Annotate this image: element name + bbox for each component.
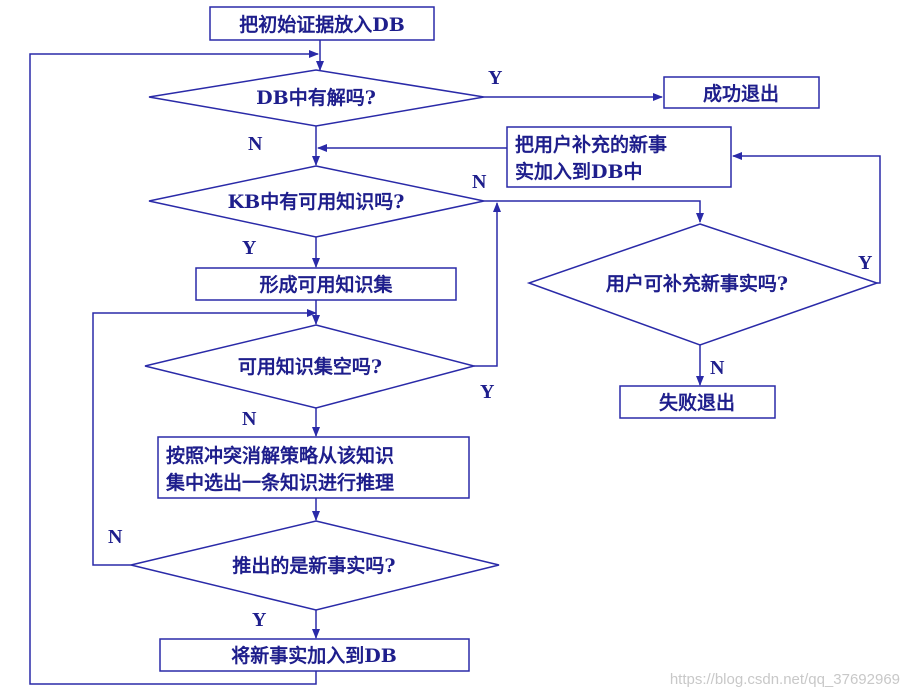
node-add-db: 将新事实加入到DB: [159, 638, 470, 672]
label-user-yes: Y: [858, 252, 873, 274]
user-add-label-line1: 把用户补充的新事: [515, 133, 667, 156]
node-new-fact: 推出的是新事实吗?: [130, 520, 500, 611]
success-box: [663, 76, 820, 109]
node-user-supplement: 用户可补充新事实吗?: [526, 223, 880, 346]
watermark-text: https://blog.csdn.net/qq_37692969: [670, 671, 900, 688]
form-set-label: 形成可用知识集: [259, 273, 393, 296]
label-db-no: N: [248, 133, 263, 155]
fail-box: [619, 385, 776, 419]
set-empty-label: 可用知识集空吗?: [238, 355, 382, 378]
node-success: 成功退出: [663, 76, 820, 109]
label-empty-yes: Y: [480, 381, 495, 403]
user-supplement-label: 用户可补充新事实吗?: [606, 272, 788, 295]
node-form-set: 形成可用知识集: [195, 267, 457, 301]
resolve-box: [157, 436, 470, 499]
node-fail: 失败退出: [619, 385, 776, 419]
node-user-add: 把用户补充的新事 实加入到DB中: [506, 126, 732, 188]
set-empty-diamond: [144, 324, 477, 409]
user-supplement-diamond: [526, 223, 880, 346]
resolve-label-line1: 按照冲突消解策略从该知识: [166, 444, 394, 467]
node-db-solved: DB中有解吗?: [148, 69, 485, 127]
edge-kb-no-to-user: [484, 200, 704, 223]
label-empty-no: N: [242, 408, 257, 430]
label-db-yes: Y: [488, 67, 503, 89]
edge-labels: Y N N Y Y N Y N N Y: [108, 67, 873, 631]
start-box: [209, 6, 435, 41]
db-solved-diamond: [148, 69, 485, 127]
label-fact-no: N: [108, 526, 123, 548]
node-resolve: 按照冲突消解策略从该知识 集中选出一条知识进行推理: [157, 436, 470, 499]
label-user-no: N: [710, 357, 725, 379]
node-start: 把初始证据放入DB: [209, 6, 435, 41]
node-kb-available: KB中有可用知识吗?: [148, 165, 485, 238]
fail-label: 失败退出: [659, 391, 735, 414]
user-add-label-line2: 实加入到DB中: [515, 160, 643, 183]
edge-fact-no-to-empty: [92, 309, 317, 566]
form-set-box: [195, 267, 457, 301]
new-fact-label: 推出的是新事实吗?: [232, 554, 395, 577]
start-label: 把初始证据放入DB: [239, 13, 405, 36]
label-kb-no: N: [472, 171, 487, 193]
label-fact-yes: Y: [252, 609, 267, 631]
db-solved-label: DB中有解吗?: [256, 86, 376, 109]
edge-empty-yes-to-kbline: [474, 202, 501, 367]
kb-available-diamond: [148, 165, 485, 238]
edge-add-loop-to-db: [29, 50, 319, 685]
new-fact-diamond: [130, 520, 500, 611]
add-db-label: 将新事实加入到DB: [231, 644, 397, 667]
user-add-box: [506, 126, 732, 188]
resolve-label-line2: 集中选出一条知识进行推理: [165, 471, 394, 494]
node-set-empty: 可用知识集空吗?: [144, 324, 477, 409]
success-label: 成功退出: [703, 82, 779, 105]
add-db-box: [159, 638, 470, 672]
label-kb-yes: Y: [242, 237, 257, 259]
kb-available-label: KB中有可用知识吗?: [228, 190, 405, 213]
